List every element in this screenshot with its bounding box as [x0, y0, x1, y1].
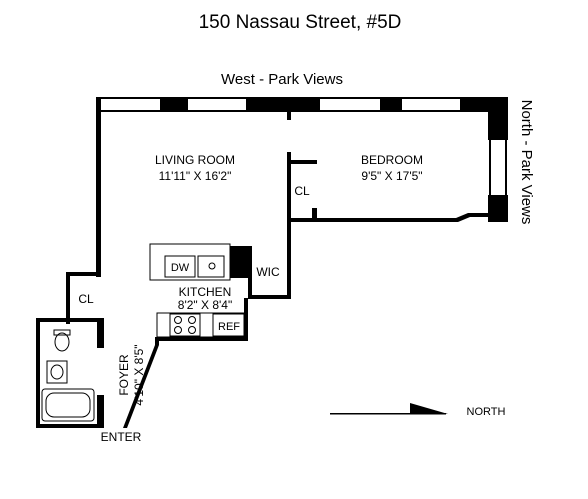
- plan-title: 150 Nassau Street, #5D: [199, 12, 402, 33]
- closet-left: [66, 272, 70, 324]
- bathtub-icon: [41, 388, 95, 422]
- toilet-tank: [53, 329, 71, 336]
- closet-top: [66, 272, 101, 276]
- bath-top: [36, 318, 104, 322]
- burner-icon: [188, 316, 196, 324]
- north-arrow-head: [410, 403, 448, 414]
- bathtub-inner: [45, 392, 91, 418]
- kitchen-bottom-wall: [155, 337, 248, 341]
- dishwasher-icon: [164, 255, 196, 278]
- kitchen-dims: 8'2" X 8'4": [178, 298, 232, 312]
- toilet-icon: [54, 332, 70, 352]
- kitchen-column: [230, 248, 250, 278]
- refrigerator-label: REF: [218, 321, 240, 333]
- bath-bottom: [36, 424, 104, 428]
- se-corner: [488, 195, 508, 222]
- north-arrow: [330, 403, 448, 415]
- living-room-dims: 11'11" X 16'2": [159, 169, 232, 183]
- north-arrow-line: [330, 413, 446, 415]
- partition-wall: [287, 152, 291, 298]
- burner-icon: [188, 326, 196, 334]
- burner-icon: [174, 326, 182, 334]
- foyer-right-wall: [123, 337, 159, 428]
- bathroom-fixtures: [41, 329, 95, 422]
- sink-basin: [50, 364, 64, 380]
- foyer-left-wall-lower: [97, 395, 104, 428]
- partition-top-tick: [287, 112, 291, 120]
- walls: [36, 97, 508, 428]
- enter-label: ENTER: [101, 430, 142, 444]
- burner-icon: [174, 316, 182, 324]
- sink-drain: [208, 262, 216, 270]
- east-window-line: [505, 140, 507, 195]
- west-view-label: West - Park Views: [221, 71, 343, 88]
- top-pier: [246, 97, 320, 112]
- east-window-line: [489, 140, 491, 195]
- living-room-name: LIVING ROOM: [155, 153, 235, 167]
- foyer-left-wall: [97, 318, 104, 348]
- dishwasher-label: DW: [171, 262, 190, 274]
- top-pier: [380, 97, 402, 112]
- partition-stub: [287, 160, 317, 164]
- west-wall: [96, 97, 101, 277]
- top-pier: [160, 97, 188, 112]
- wic-wall-bottom: [248, 295, 291, 299]
- foyer-name: FOYER: [117, 354, 131, 396]
- ne-corner: [485, 97, 508, 140]
- foyer-dims: 4'10" X 8'5": [132, 344, 146, 405]
- foyer-closet-label: CL: [78, 292, 94, 306]
- north-view-label: North - Park Views: [518, 100, 535, 225]
- stove-icon: [169, 313, 201, 337]
- bedroom-name: BEDROOM: [361, 153, 423, 167]
- north-label: NORTH: [467, 406, 506, 418]
- bedroom-dims: 9'5" X 17'5": [361, 169, 422, 183]
- sink-icon: [46, 360, 68, 384]
- counter-top: [149, 243, 231, 281]
- refrigerator-icon: [212, 313, 245, 337]
- partition-stub-bottom: [312, 208, 317, 222]
- sink-kitchen-icon: [197, 255, 225, 278]
- bath-left: [36, 318, 40, 428]
- wic-label: WIC: [256, 265, 280, 279]
- bedroom-closet-label: CL: [294, 184, 310, 198]
- kitchen-right-wall: [244, 298, 248, 341]
- kitchen-name: KITCHEN: [179, 285, 232, 299]
- kitchen-fixtures: [149, 243, 245, 338]
- bedroom-bottom-wall: [290, 213, 492, 222]
